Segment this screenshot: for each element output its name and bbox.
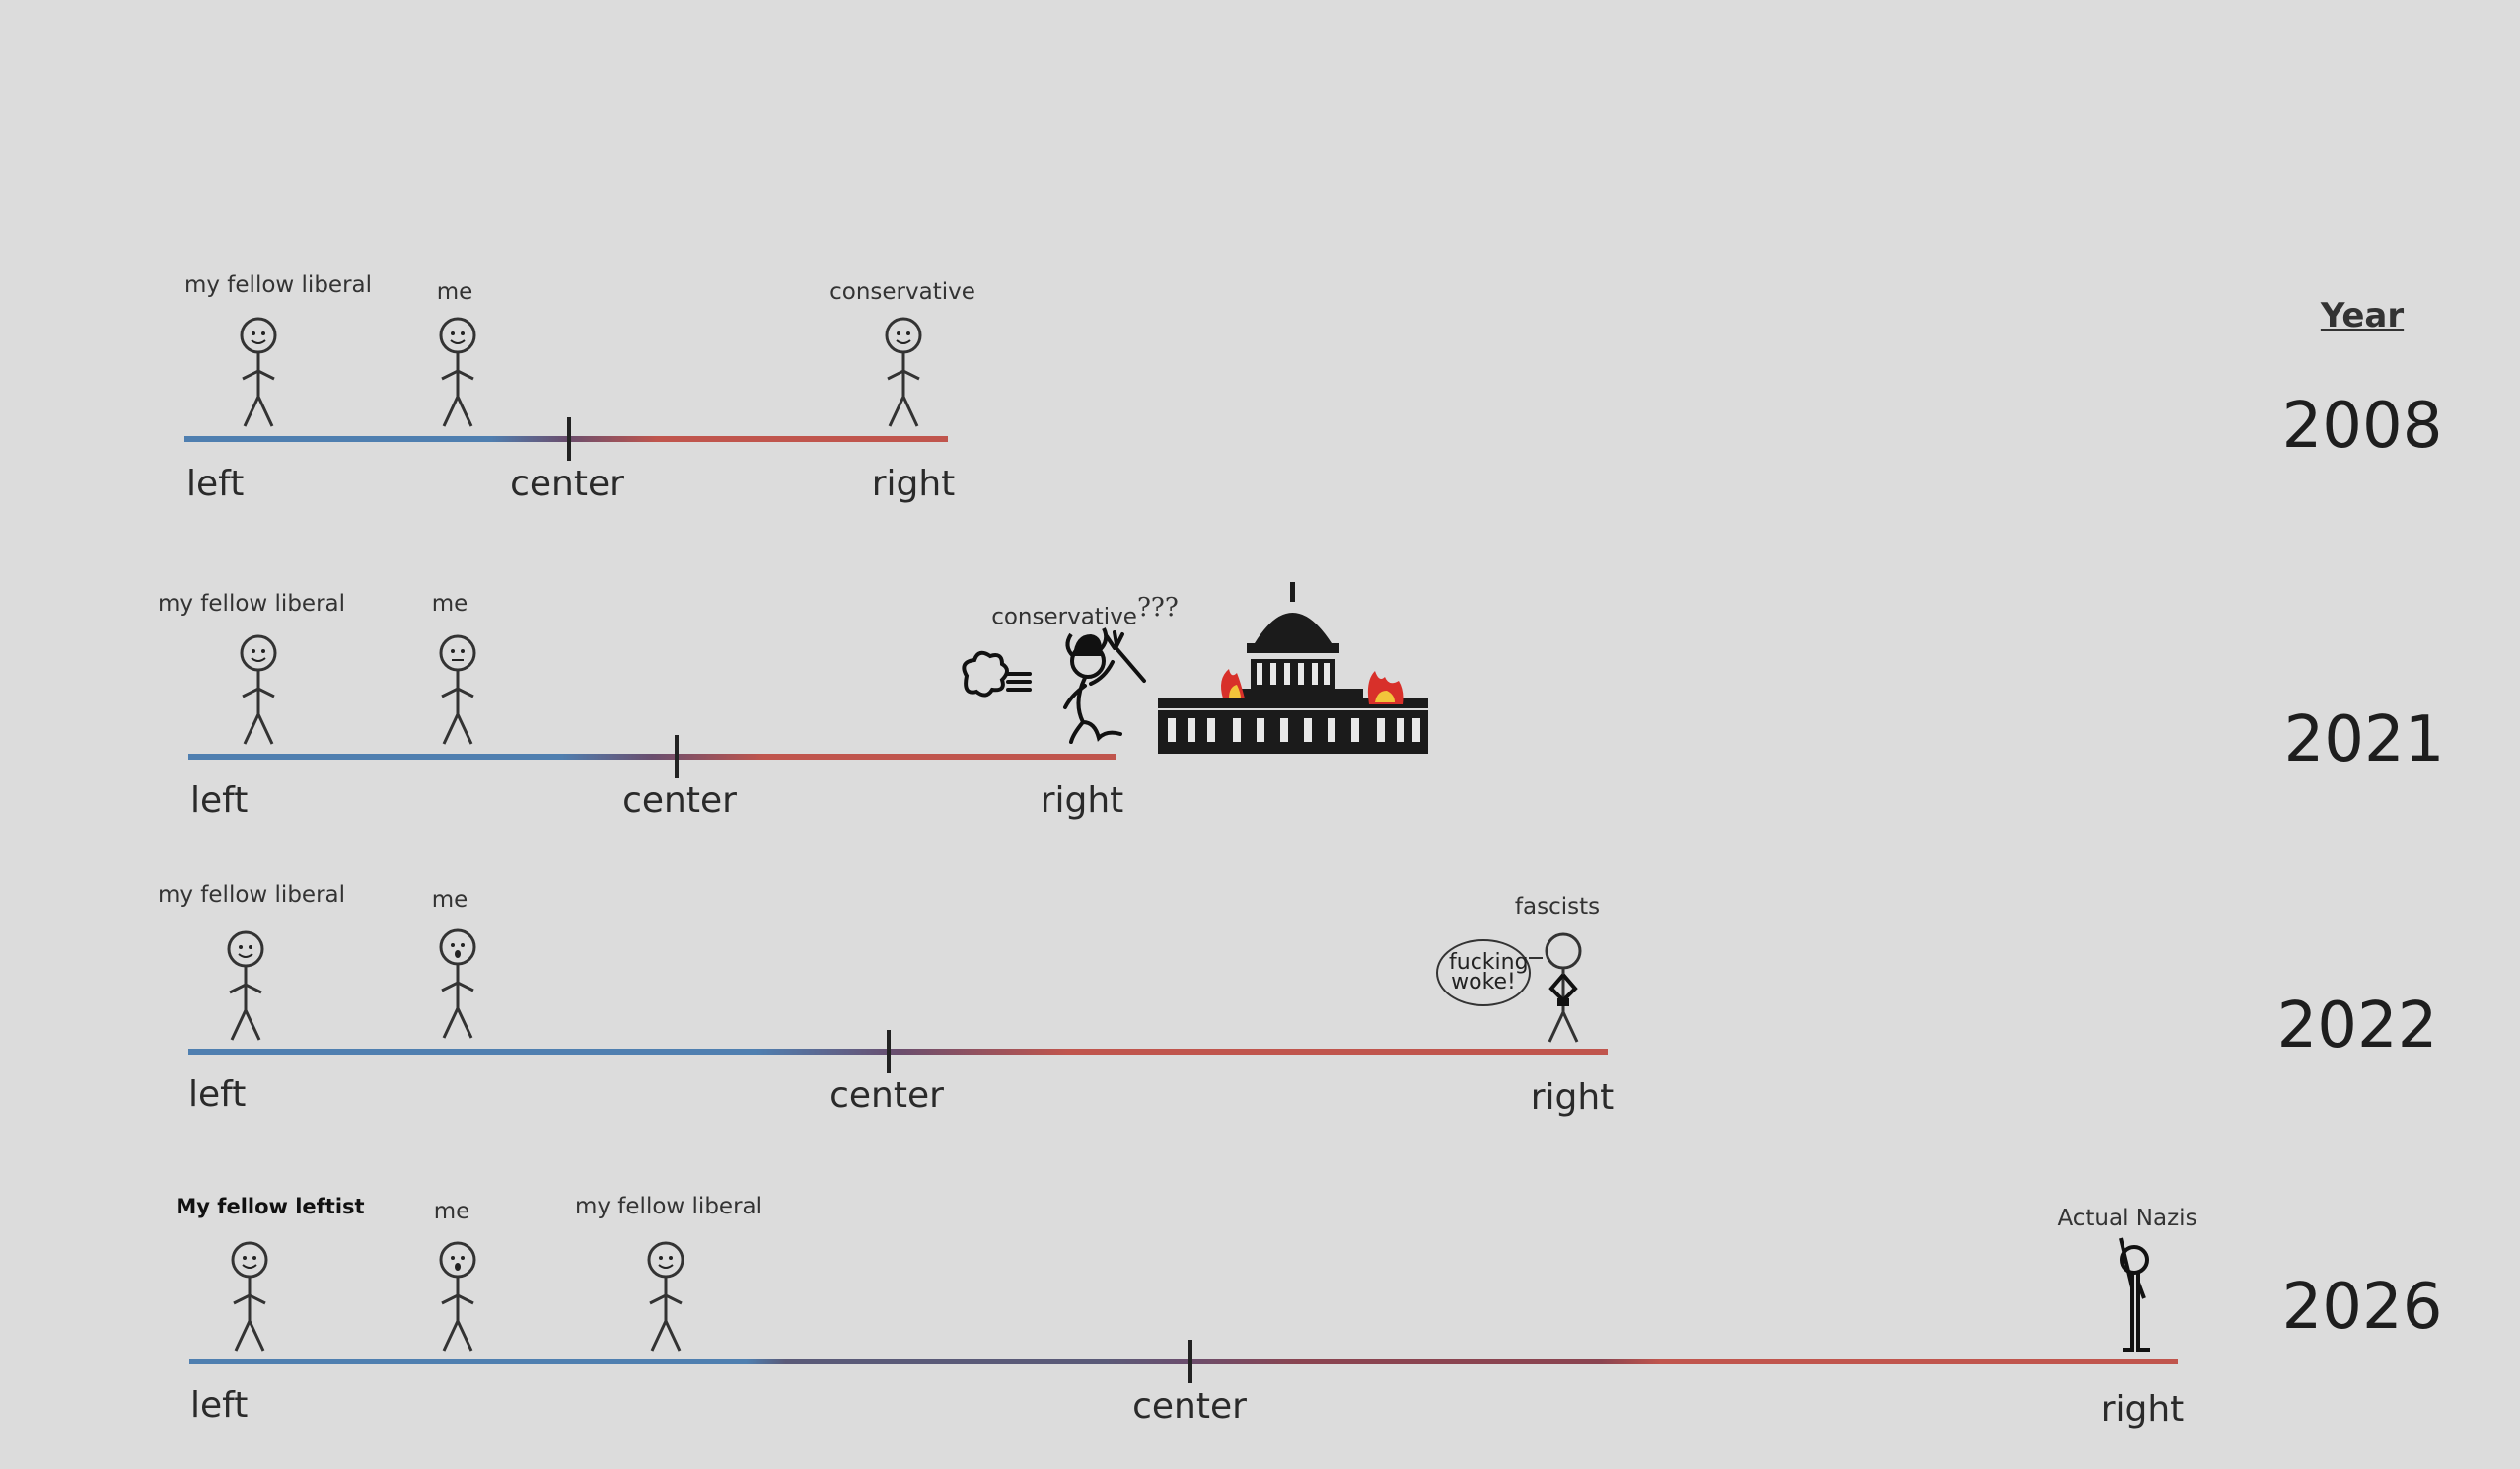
axis-left-label: left xyxy=(190,1385,249,1426)
stick-figure-icon xyxy=(240,634,277,745)
center-tick xyxy=(1188,1340,1192,1383)
axis-center-label: center xyxy=(622,780,737,821)
stick-figure-fellow-liberal xyxy=(216,927,275,1046)
axis-left-label: left xyxy=(188,1074,247,1115)
center-tick xyxy=(567,417,571,461)
burning-capitol-icon xyxy=(1158,582,1428,754)
speech-tail xyxy=(1529,957,1543,959)
fellow-liberal-label: my fellow liberal xyxy=(157,591,346,617)
center-tick xyxy=(887,1030,891,1073)
stick-figure-icon xyxy=(439,317,476,427)
year-2021: 2021 xyxy=(2283,703,2445,776)
speech-bubble: fucking woke! xyxy=(1436,939,1531,1006)
stick-figure-fellow-liberal xyxy=(636,1238,695,1357)
center-tick xyxy=(675,735,679,778)
stick-figure-fellow-liberal xyxy=(229,631,288,750)
political-spectrum-line xyxy=(188,1049,1608,1055)
me-label: me xyxy=(436,279,473,305)
stick-figure-icon xyxy=(439,1241,476,1352)
year-2022: 2022 xyxy=(2276,990,2438,1063)
stick-figure-me xyxy=(428,631,487,750)
axis-right-label: right xyxy=(1040,780,1124,821)
axis-right-label: right xyxy=(1530,1077,1615,1118)
fellow-liberal-label: my fellow liberal xyxy=(157,882,346,908)
stick-figure-icon xyxy=(1545,932,1582,1043)
stick-figure-icon xyxy=(231,1241,268,1352)
year-column-header: Year xyxy=(2320,296,2405,335)
stick-figure-icon xyxy=(439,928,476,1039)
me-label: me xyxy=(431,887,468,913)
fascists-label: fascists xyxy=(1514,894,1601,919)
year-2008: 2008 xyxy=(2281,390,2443,463)
stick-figure-fellow-liberal xyxy=(229,314,288,432)
stick-figure-icon xyxy=(439,634,476,745)
speech-text: fucking woke! xyxy=(1449,950,1529,994)
fellow-liberal-label: my fellow liberal xyxy=(183,272,373,298)
me-label: me xyxy=(431,591,468,617)
stick-figure-fellow-leftist xyxy=(220,1238,279,1357)
stick-figure-icon xyxy=(227,930,264,1041)
axis-center-label: center xyxy=(1132,1386,1247,1427)
conservative-label: conservative xyxy=(829,279,975,305)
axis-right-label: right xyxy=(2100,1389,2185,1430)
fellow-liberal-label: my fellow liberal xyxy=(574,1194,763,1219)
stick-figure-me xyxy=(428,1238,487,1357)
actual-nazis-label: Actual Nazis xyxy=(2057,1206,2197,1231)
saluting-stick-figure-icon xyxy=(2119,1237,2150,1352)
stick-figure-icon xyxy=(240,317,277,427)
stick-figure-conservative xyxy=(874,314,933,432)
political-spectrum-line xyxy=(184,436,948,442)
axis-left-label: left xyxy=(190,780,249,821)
political-spectrum-line xyxy=(188,754,1116,760)
axis-center-label: center xyxy=(829,1075,944,1116)
stick-figure-icon xyxy=(647,1241,684,1352)
political-spectrum-line xyxy=(189,1359,2178,1364)
stick-figure-icon xyxy=(885,317,922,427)
stick-figure-me xyxy=(428,314,487,432)
year-2026: 2026 xyxy=(2281,1271,2443,1344)
axis-center-label: center xyxy=(510,464,624,504)
stick-figure-me xyxy=(428,925,487,1044)
conservative-label: conservative??? xyxy=(991,593,1179,630)
conservative-text: conservative xyxy=(991,604,1137,630)
axis-right-label: right xyxy=(871,464,956,504)
fellow-leftist-label: My fellow leftist xyxy=(176,1195,365,1218)
question-marks: ??? xyxy=(1136,593,1179,623)
axis-left-label: left xyxy=(186,464,245,504)
me-label: me xyxy=(433,1199,470,1224)
stick-figure-fascist xyxy=(1534,929,1593,1048)
running-devil-conservative-icon xyxy=(962,627,1146,744)
